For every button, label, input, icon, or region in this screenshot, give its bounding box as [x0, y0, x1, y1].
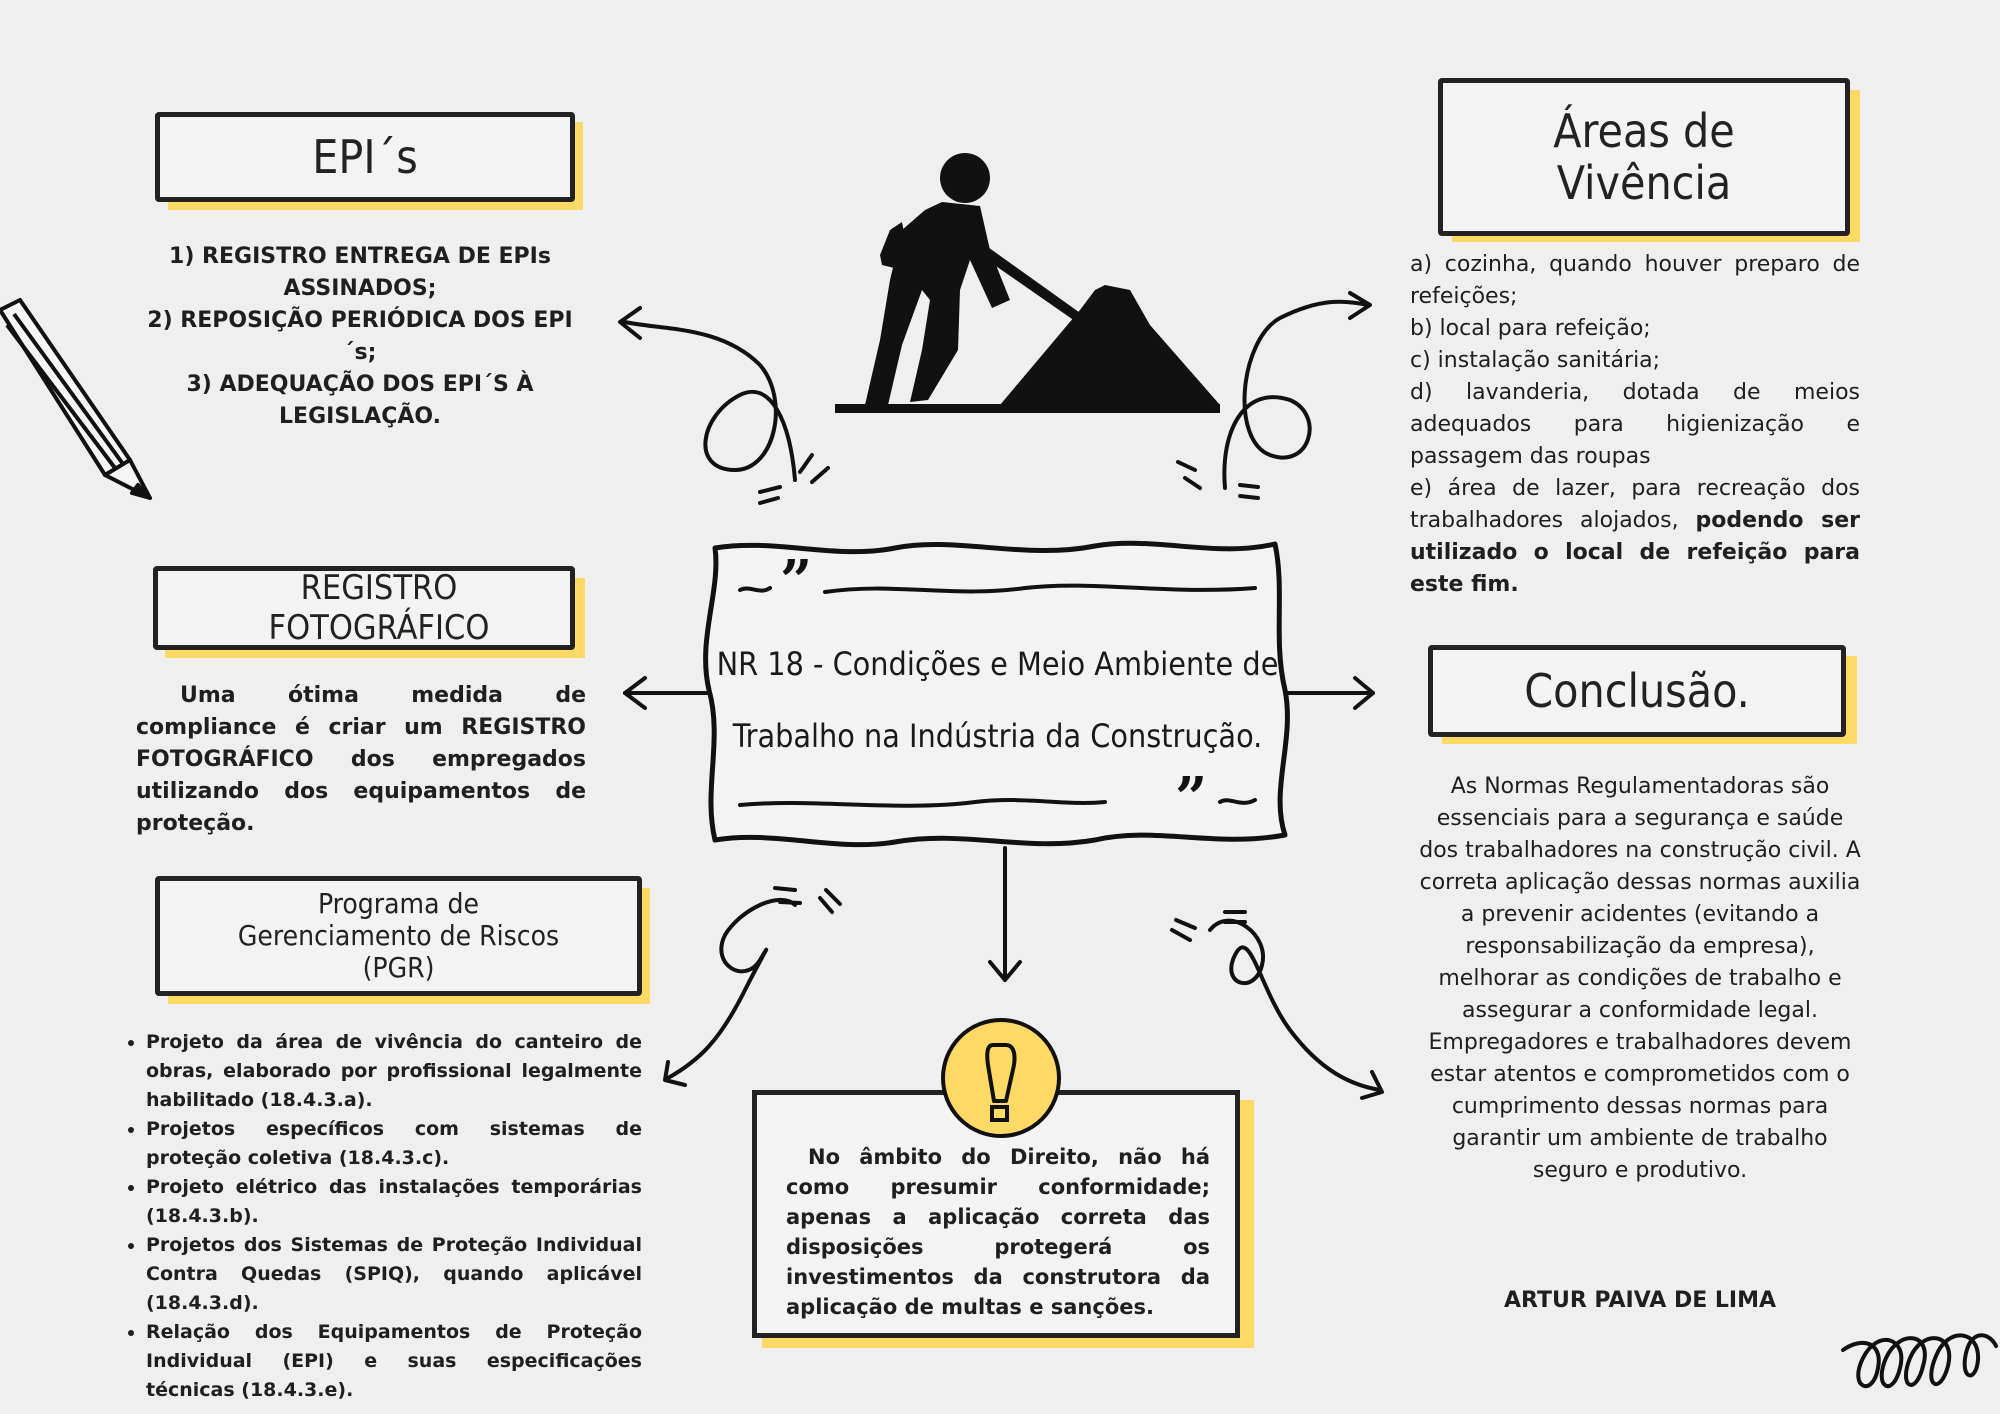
direito-text: No âmbito do Direito, não há como presum… [786, 1142, 1210, 1322]
areas-item-b: b) local para refeição; [1410, 313, 1860, 345]
areas-heading-line2: Vivência [1557, 157, 1732, 209]
registro-heading-box: REGISTRO FOTOGRÁFICO [153, 566, 575, 650]
center-title-line1: NR 18 - Condições e Meio Ambiente de [705, 628, 1290, 700]
areas-item-c: c) instalação sanitária; [1410, 345, 1860, 377]
pgr-heading-line1: Programa de [318, 888, 479, 920]
pgr-heading-line3: (PGR) [363, 952, 435, 984]
pgr-heading-line2: Gerenciamento de Riscos [238, 920, 559, 952]
pgr-heading-box: Programa de Gerenciamento de Riscos (PGR… [155, 876, 642, 996]
areas-heading-line1: Áreas de [1553, 105, 1735, 157]
areas-item-a: a) cozinha, quando houver preparo de ref… [1410, 249, 1860, 313]
exclamation-icon [938, 1015, 1064, 1141]
conclusao-heading: Conclusão. [1524, 664, 1750, 718]
conclusao-heading-box: Conclusão. [1428, 645, 1846, 737]
svg-text:”: ” [780, 548, 812, 614]
registro-heading: REGISTRO FOTOGRÁFICO [188, 568, 570, 648]
conclusao-text: As Normas Regulamentadoras são essenciai… [1415, 771, 1865, 1187]
svg-text:”: ” [1175, 765, 1207, 831]
swirl-icon [1838, 1308, 1998, 1408]
center-title-line2: Trabalho na Indústria da Construção. [705, 700, 1290, 772]
conclusao-author: ARTUR PAIVA DE LIMA [1415, 1285, 1865, 1317]
areas-item-d: d) lavanderia, dotada de meios adequados… [1410, 377, 1860, 473]
epis-heading-box: EPI´s [155, 112, 575, 202]
areas-heading-box: Áreas de Vivência [1438, 78, 1850, 236]
areas-item-e: e) área de lazer, para recreação dos tra… [1410, 473, 1860, 601]
areas-list: a) cozinha, quando houver preparo de ref… [1410, 249, 1860, 601]
epis-heading: EPI´s [312, 130, 418, 184]
center-title: NR 18 - Condições e Meio Ambiente de Tra… [705, 628, 1290, 772]
